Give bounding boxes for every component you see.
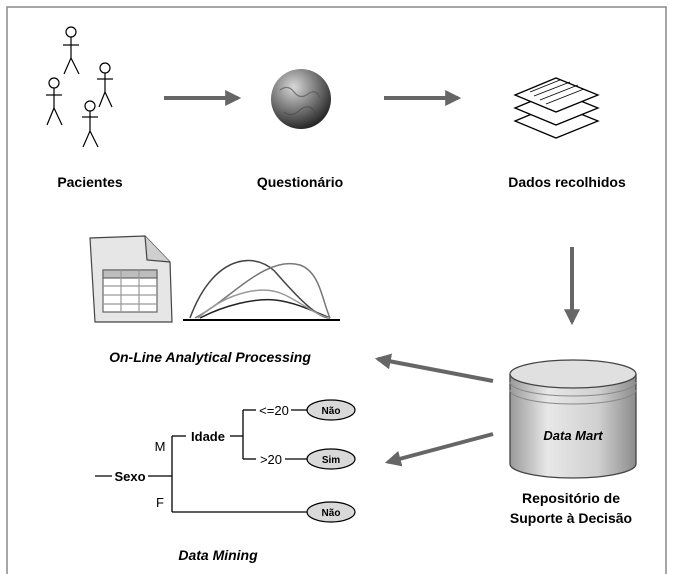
tree-root-sexo: Sexo [114,469,145,484]
questionnaire-label: Questionário [257,174,343,190]
tree-leaf-3: Não [306,501,356,523]
tree-cond-le20: <=20 [259,403,289,418]
patients-icon [46,26,113,148]
tree-leaf-1: Não [306,399,356,421]
tree-leaf-1-label: Não [322,406,341,417]
database-cylinder-icon [509,359,637,479]
outer-frame [6,6,667,574]
tree-branch-m: M [155,439,166,454]
olap-label: On-Line Analytical Processing [109,349,311,365]
collected-label: Dados recolhidos [508,174,626,190]
documents-stack-icon [513,77,600,139]
patients-label: Pacientes [57,174,123,190]
distribution-curves-icon [183,259,340,321]
arrow-repository-olap [374,353,494,383]
tree-leaf-3-label: Não [322,508,341,519]
tree-branch-f: F [156,495,164,510]
data-mart-label: Data Mart [543,428,603,443]
decision-tree [95,409,308,513]
arrow-repository-datamining [384,432,494,467]
tree-leaf-2-label: Sim [322,455,340,466]
spreadsheet-document-icon [89,235,173,323]
data-mining-label: Data Mining [178,547,258,563]
tree-node-idade: Idade [191,429,225,444]
repository-caption-line2: Suporte à Decisão [510,510,632,526]
globe-icon [271,69,331,129]
tree-leaf-2: Sim [306,448,356,470]
tree-cond-gt20: >20 [260,452,282,467]
repository-caption-line1: Repositório de [522,490,620,506]
